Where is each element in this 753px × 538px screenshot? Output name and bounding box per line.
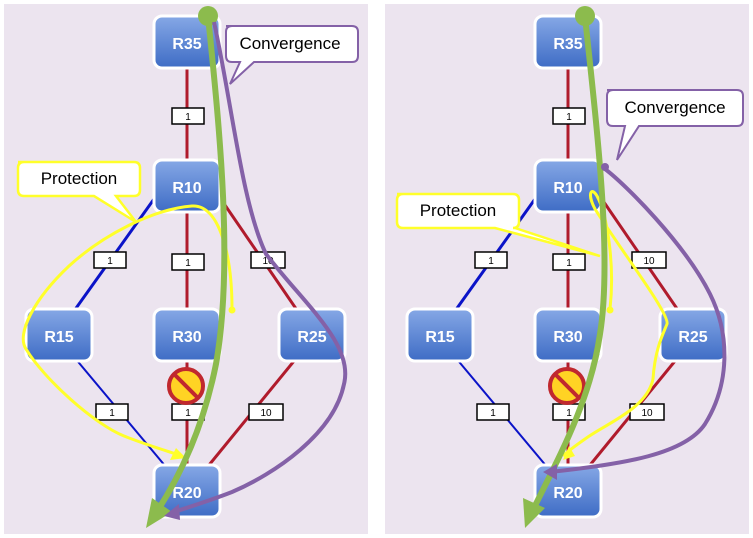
router-r35: R35 [152,14,222,70]
router-label: R25 [678,329,707,346]
cost-label: 10 [250,251,286,269]
convergence-arrowhead [164,504,180,520]
convergence-arrowhead [543,464,557,480]
router-label: R15 [425,329,454,346]
traffic-arrowhead [523,498,545,528]
cost-r25-r20: 10 [260,408,272,419]
cost-r15-r20: 1 [109,408,115,419]
convergence-label: Convergence [624,98,725,117]
protection-callout: Protection [16,160,142,224]
router-label: R10 [172,180,201,197]
network-diagram-left: 1 1 1 10 1 1 10 R35 R10 R15 R30 [16,6,359,528]
router-r30: R30 [152,307,222,363]
cost-r35-r10: 1 [185,112,191,123]
cost-label: 1 [474,251,508,269]
cost-label: 1 [95,403,129,421]
cost-label: 1 [552,107,586,125]
router-label: R20 [553,485,582,502]
protection-path [561,190,669,458]
router-label: R20 [172,485,201,502]
cost-label: 1 [552,253,586,271]
cost-label: 1 [171,253,205,271]
cost-r25-r20: 10 [641,408,653,419]
cost-r30-r20: 1 [185,408,191,419]
cost-r10-r15: 1 [107,256,113,267]
protection-start-dot [606,306,614,314]
cost-r10-r25: 10 [643,256,655,267]
router-label: R10 [553,180,582,197]
traffic-path [151,13,228,519]
cost-label: 10 [631,251,667,269]
router-r10: R10 [152,158,222,214]
traffic-arrowhead [146,498,172,528]
protection-path [21,204,234,458]
protection-arrowhead [170,448,186,460]
router-r15: R15 [405,307,475,363]
router-label: R30 [172,329,201,346]
link-failure-icon [167,367,205,405]
router-r25: R25 [277,307,347,363]
cost-r10-r25: 10 [262,256,274,267]
router-r30: R30 [533,307,603,363]
protection-callout: Protection [395,192,601,258]
cost-r10-r15: 1 [488,256,494,267]
router-label: R35 [553,36,582,53]
cost-label: 1 [476,403,510,421]
protection-label: Protection [41,169,118,188]
protection-start-dot [228,306,236,314]
router-r15: R15 [24,307,94,363]
convergence-start-dot [601,163,609,171]
convergence-path [173,21,348,514]
cost-r30-r20: 1 [566,408,572,419]
cost-label: 1 [171,107,205,125]
cost-label: 10 [248,403,284,421]
link-failure-icon [548,367,586,405]
traffic-path [527,13,608,519]
network-diagram-right: 1 1 1 10 1 1 10 R35 R10 R15 R30 [395,6,744,528]
traffic-start-dot [198,6,218,26]
cost-r10-r30: 1 [185,258,191,269]
cost-r15-r20: 1 [490,408,496,419]
convergence-callout: Convergence [606,89,744,161]
traffic-start-dot [575,6,595,26]
router-label: R15 [44,329,73,346]
convergence-path [549,167,727,474]
convergence-label: Convergence [239,34,340,53]
cost-r10-r30: 1 [566,258,572,269]
router-label: R25 [297,329,326,346]
panel-right: 1 1 1 10 1 1 10 R35 R10 R15 R30 [385,4,749,534]
router-label: R30 [553,329,582,346]
router-r25: R25 [658,307,728,363]
convergence-callout: Convergence [225,25,359,85]
protection-arrowhead [563,446,575,460]
panel-left: 1 1 1 10 1 1 10 R35 R10 R15 R30 [4,4,368,534]
protection-label: Protection [420,201,497,220]
cost-r35-r10: 1 [566,112,572,123]
router-label: R35 [172,36,201,53]
cost-label: 1 [93,251,127,269]
